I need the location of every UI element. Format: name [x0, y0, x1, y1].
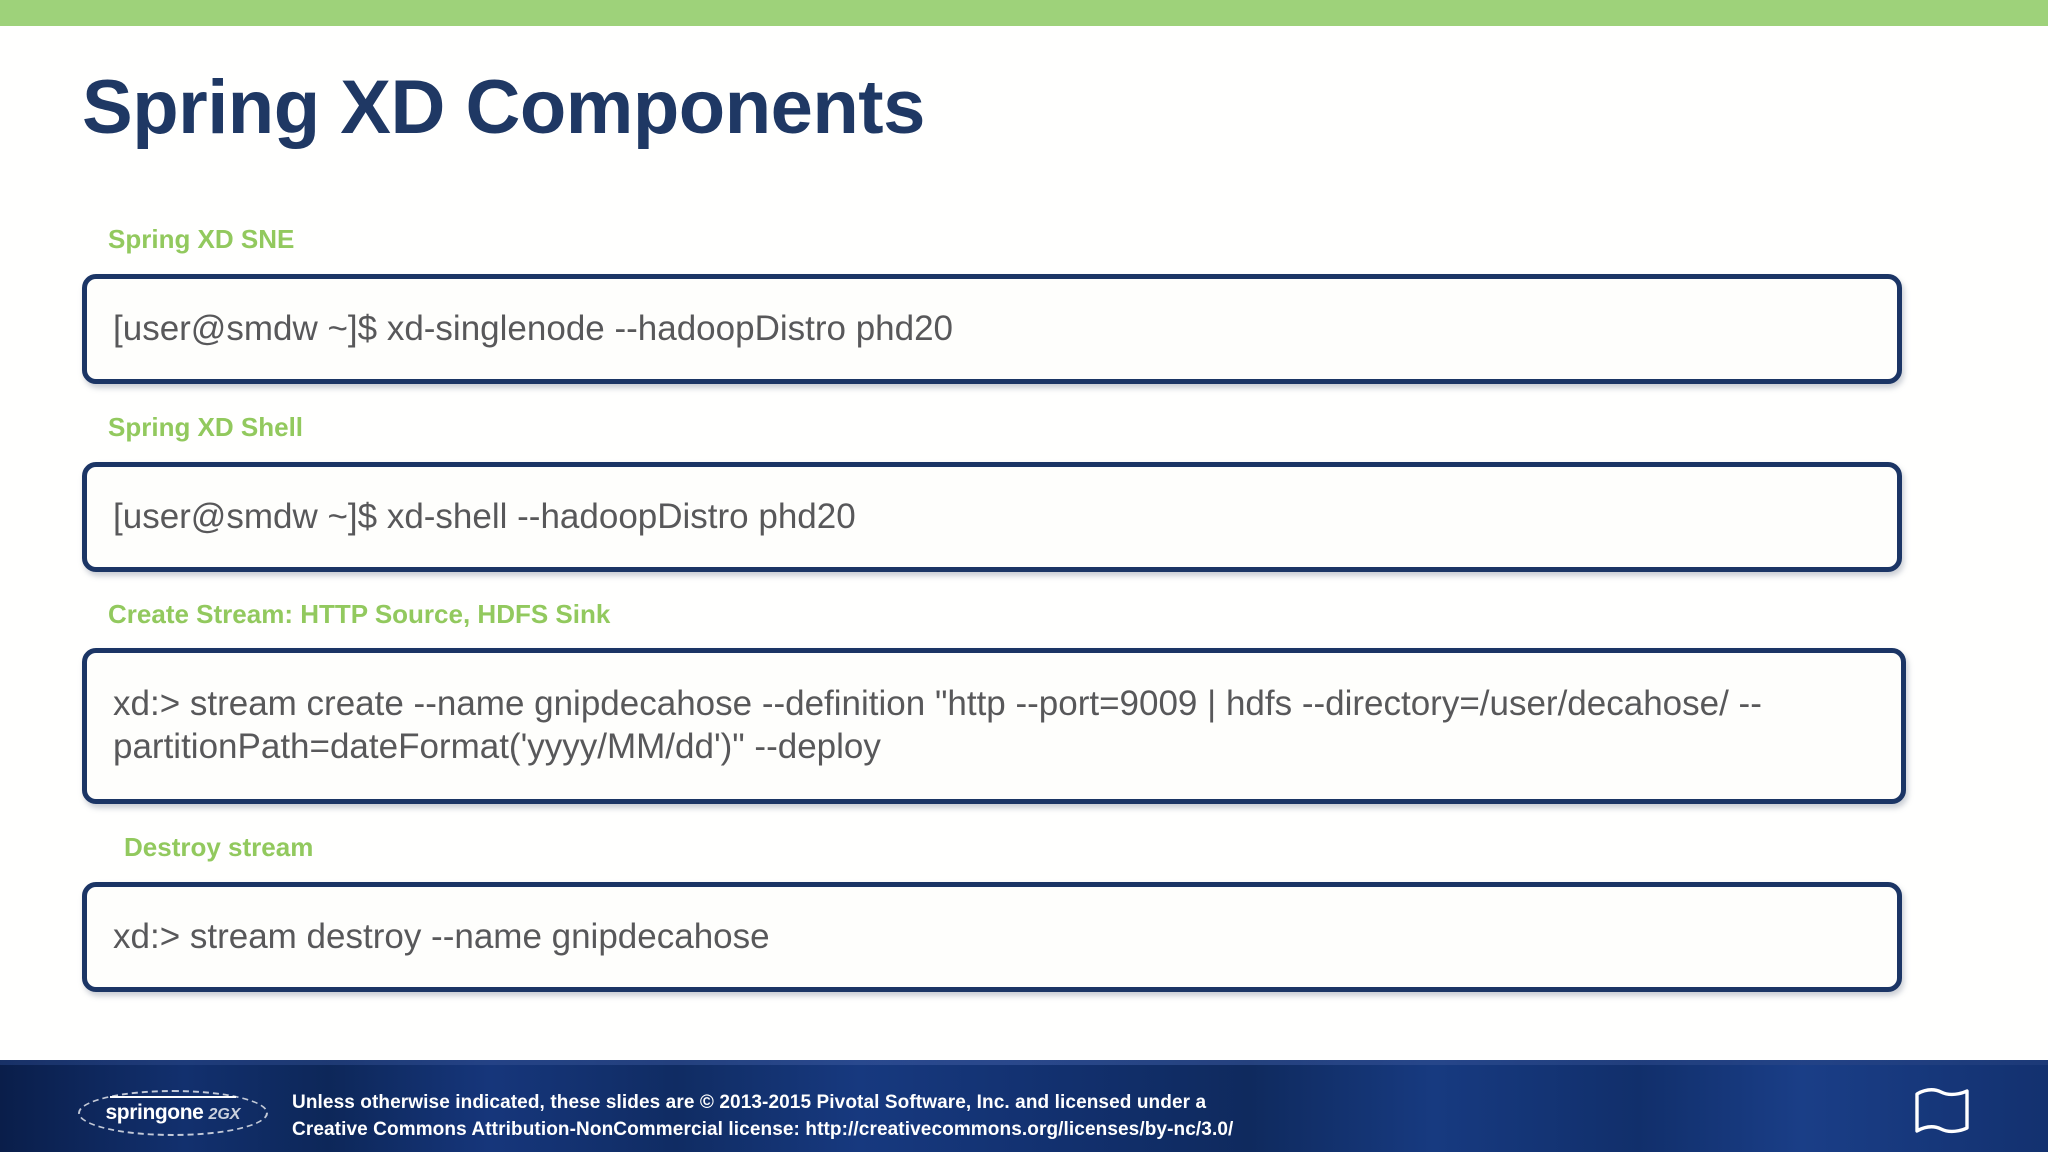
license-notice: Unless otherwise indicated, these slides… — [292, 1090, 1352, 1144]
command-text: xd:> stream create --name gnipdecahose -… — [113, 684, 1762, 766]
section-label: Spring XD SNE — [108, 224, 295, 254]
section-label: Destroy stream — [124, 832, 314, 862]
command-text: xd:> stream destroy --name gnipdecahose — [113, 916, 770, 956]
page-title: Spring XD Components — [82, 65, 925, 150]
logo-wordmark-text: springone — [105, 1101, 204, 1124]
slide-footer — [0, 1060, 2048, 1152]
command-text: [user@smdw ~]$ xd-shell --hadoopDistro p… — [113, 496, 856, 536]
command-box: [user@smdw ~]$ xd-singlenode --hadoopDis… — [82, 274, 1902, 384]
pivotal-flag-icon — [1912, 1086, 1972, 1138]
top-accent-bar — [0, 0, 2048, 26]
logo-oval-outline — [78, 1090, 268, 1136]
command-text: [user@smdw ~]$ xd-singlenode --hadoopDis… — [113, 308, 954, 348]
license-line-2: Creative Commons Attribution-NonCommerci… — [292, 1118, 1234, 1140]
section-label: Spring XD Shell — [108, 412, 304, 442]
license-line-1: Unless otherwise indicated, these slides… — [292, 1092, 1207, 1113]
command-box: [user@smdw ~]$ xd-shell --hadoopDistro p… — [82, 462, 1902, 572]
command-box: xd:> stream destroy --name gnipdecahose — [82, 882, 1902, 992]
slide-canvas: Spring XD Components Spring XD SNE [user… — [0, 26, 2048, 1060]
logo-wordmark-suffix: 2GX — [208, 1106, 241, 1123]
logo-top-rule — [110, 1096, 236, 1098]
command-box: xd:> stream create --name gnipdecahose -… — [82, 648, 1906, 804]
section-label: Create Stream: HTTP Source, HDFS Sink — [108, 599, 611, 629]
